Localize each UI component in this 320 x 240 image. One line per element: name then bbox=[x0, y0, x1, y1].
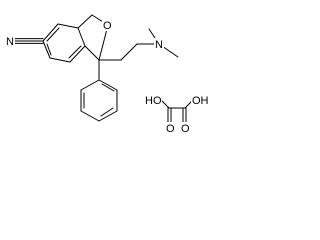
oxalic-left-oh-bond bbox=[160, 99, 170, 109]
amine-nitrogen-label: N bbox=[155, 39, 163, 51]
atom-labels: N O N HO OH O O bbox=[5, 19, 208, 135]
chemical-structure-diagram: N O N HO OH O O bbox=[5, 14, 208, 135]
ring-oxygen-label: O bbox=[103, 20, 112, 32]
fused-benzene-ring bbox=[42, 23, 86, 63]
fused-benzene-double-bond-2 bbox=[68, 45, 82, 59]
fused-benzene-double-bond-3 bbox=[46, 43, 52, 56]
oxalic-right-carbonyl-oxygen-label: O bbox=[181, 123, 190, 135]
oxalic-left-carbonyl-oxygen-label: O bbox=[166, 123, 175, 135]
phenyl-ring bbox=[80, 79, 118, 122]
fused-benzene-double-bond-1 bbox=[46, 27, 60, 42]
phenyl-double-bond-2 bbox=[100, 107, 114, 117]
oxalic-left-hydroxyl-label: HO bbox=[145, 95, 162, 107]
phenyl-double-bond-1 bbox=[101, 83, 115, 92]
nitrile-nitrogen-label: N bbox=[6, 36, 14, 48]
propyl-chain bbox=[98, 43, 160, 61]
oxalic-right-hydroxyl-label: OH bbox=[192, 95, 208, 107]
